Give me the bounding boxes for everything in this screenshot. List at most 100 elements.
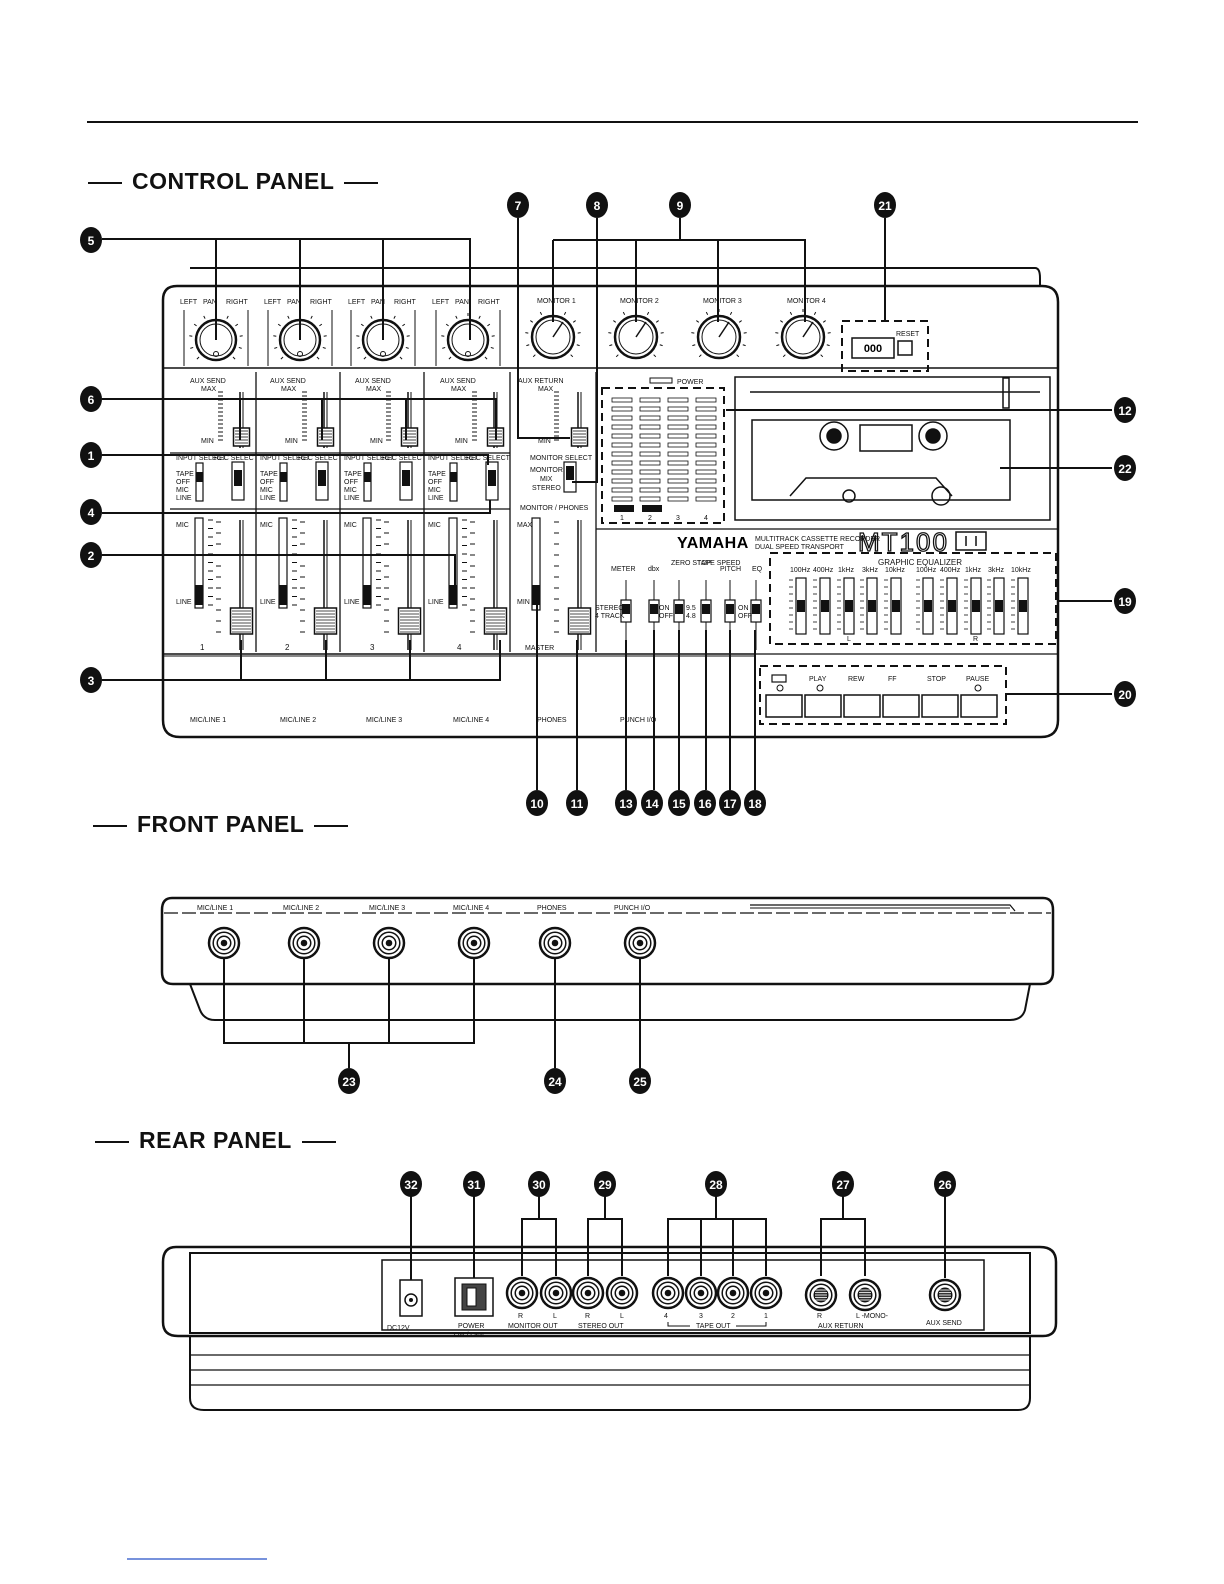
meter-ch-4: 4 <box>704 515 708 522</box>
channel-level-fader-2[interactable] <box>313 520 338 650</box>
callout-24: 24 <box>544 1068 566 1094</box>
aux-send-fader-3[interactable] <box>400 392 419 448</box>
control-panel-title: CONTROL PANEL <box>132 168 335 194</box>
counter-reset-button[interactable] <box>897 340 913 356</box>
function-switch-1[interactable] <box>620 580 632 650</box>
line-label-1: LINE <box>176 599 192 606</box>
rec-select-switch-4[interactable] <box>485 461 499 501</box>
input-select-switch-4[interactable] <box>449 462 458 502</box>
cp-jack-label-3: MIC/LINE 3 <box>366 717 402 724</box>
pan-knob-4[interactable] <box>441 313 495 362</box>
channel-level-fader-4[interactable] <box>483 520 508 650</box>
transport-button-5[interactable] <box>921 694 959 718</box>
callout-number: 32 <box>404 1178 418 1192</box>
eq-slider-6[interactable] <box>916 577 934 635</box>
rec-select-switch-3[interactable] <box>399 461 413 501</box>
eq-slider-4[interactable] <box>860 577 878 635</box>
monitor-knob-4[interactable] <box>775 309 831 360</box>
callout-number: 4 <box>88 506 95 520</box>
control-leader-lines <box>102 218 1112 790</box>
meter-ch-3: 3 <box>676 515 680 522</box>
front-jack-mic-line-3[interactable] <box>372 926 406 960</box>
meter-segment <box>639 478 661 484</box>
aux-send-jack[interactable] <box>928 1278 962 1312</box>
stereo-out-l-jack[interactable] <box>605 1276 639 1310</box>
meter-segment <box>695 442 717 448</box>
input-select-switch-1[interactable] <box>195 462 204 502</box>
tape-out-3-jack[interactable] <box>684 1276 718 1310</box>
aux-return-l-jack[interactable] <box>848 1278 882 1312</box>
input-select-label-2: INPUT SELECT <box>260 455 311 462</box>
eq-slider-2[interactable] <box>813 577 831 635</box>
eq-band-l-3k: 3kHz <box>862 567 878 574</box>
eq-slider-7[interactable] <box>940 577 958 635</box>
front-jack-mic-line-1[interactable] <box>207 926 241 960</box>
front-jack-mic-line-4[interactable] <box>457 926 491 960</box>
input-opt-off-1: OFF <box>176 479 190 486</box>
eq-slider-1[interactable] <box>789 577 807 635</box>
meter-segment <box>667 496 689 502</box>
level-meter: POWER 1 2 3 4 <box>601 377 725 524</box>
tape-out-4-jack[interactable] <box>651 1276 685 1310</box>
callout-number: 9 <box>677 199 684 213</box>
transport-button-2[interactable] <box>804 694 842 718</box>
counter-digits: 000 <box>864 343 882 355</box>
front-jack-phones[interactable] <box>538 926 572 960</box>
rear-connectors <box>399 1276 962 1317</box>
stereo-out-r-jack[interactable] <box>571 1276 605 1310</box>
eq-slider-9[interactable] <box>987 577 1005 635</box>
aux-send-fader-2[interactable] <box>316 392 335 448</box>
channel-number-3: 3 <box>370 643 375 652</box>
eq-slider-8[interactable] <box>964 577 982 635</box>
transport-button-6[interactable] <box>960 694 998 718</box>
monitor-out-r-jack[interactable] <box>505 1276 539 1310</box>
mic-line-trim-4[interactable] <box>448 517 458 609</box>
front-jack-punch-io[interactable] <box>623 926 657 960</box>
aux-min-label-4: MIN <box>455 438 468 445</box>
tape-out-1-jack[interactable] <box>749 1276 783 1310</box>
transport-button-4[interactable] <box>882 694 920 718</box>
front-jack-label-3: MIC/LINE 3 <box>369 905 405 912</box>
monitor-phones-slider[interactable] <box>531 517 541 611</box>
meter-ch-1: 1 <box>620 515 624 522</box>
aux-return-fader[interactable] <box>570 392 589 448</box>
callout-number: 10 <box>530 797 544 811</box>
pan-left-label-3: LEFT <box>348 299 366 306</box>
master-fader[interactable] <box>567 520 592 650</box>
monitor-knob-3[interactable] <box>691 309 747 360</box>
meter-segment <box>611 496 633 502</box>
callout-30: 30 <box>528 1171 550 1197</box>
rec-select-switch-2[interactable] <box>315 461 329 501</box>
rec-select-switch-1[interactable] <box>231 461 245 501</box>
brand-logo: YAMAHA <box>677 535 749 552</box>
callout-15: 15 <box>668 790 690 816</box>
transport-button-1[interactable] <box>765 694 803 718</box>
transport-button-3[interactable] <box>843 694 881 718</box>
eq-slider-10[interactable] <box>1011 577 1029 635</box>
channel-level-fader-1[interactable] <box>229 520 254 650</box>
mic-line-trim-1[interactable] <box>194 517 204 609</box>
front-jack-label-phones: PHONES <box>537 905 567 912</box>
tape-out-2-jack[interactable] <box>716 1276 750 1310</box>
callout-number: 21 <box>878 199 892 213</box>
front-jack-mic-line-2[interactable] <box>287 926 321 960</box>
model-roman-two <box>955 531 987 551</box>
channel-level-fader-3[interactable] <box>397 520 422 650</box>
eq-slider-3[interactable] <box>837 577 855 635</box>
callout-number: 1 <box>88 449 95 463</box>
meter-segment <box>695 415 717 421</box>
aux-send-fader-1[interactable] <box>232 392 251 448</box>
rear-panel-heading: REAR PANEL <box>85 1127 346 1154</box>
eq-slider-5[interactable] <box>884 577 902 635</box>
monitor-select-switch[interactable] <box>563 461 577 493</box>
mic-line-trim-2[interactable] <box>278 517 288 609</box>
monitor-out-l-jack[interactable] <box>539 1276 573 1310</box>
meter-segment <box>667 478 689 484</box>
mic-line-trim-3[interactable] <box>362 517 372 609</box>
reset-label: RESET <box>896 331 920 338</box>
input-opt-mic-1: MIC <box>176 487 189 494</box>
input-select-switch-2[interactable] <box>279 462 288 502</box>
input-select-switch-3[interactable] <box>363 462 372 502</box>
aux-return-r-jack[interactable] <box>804 1278 838 1312</box>
